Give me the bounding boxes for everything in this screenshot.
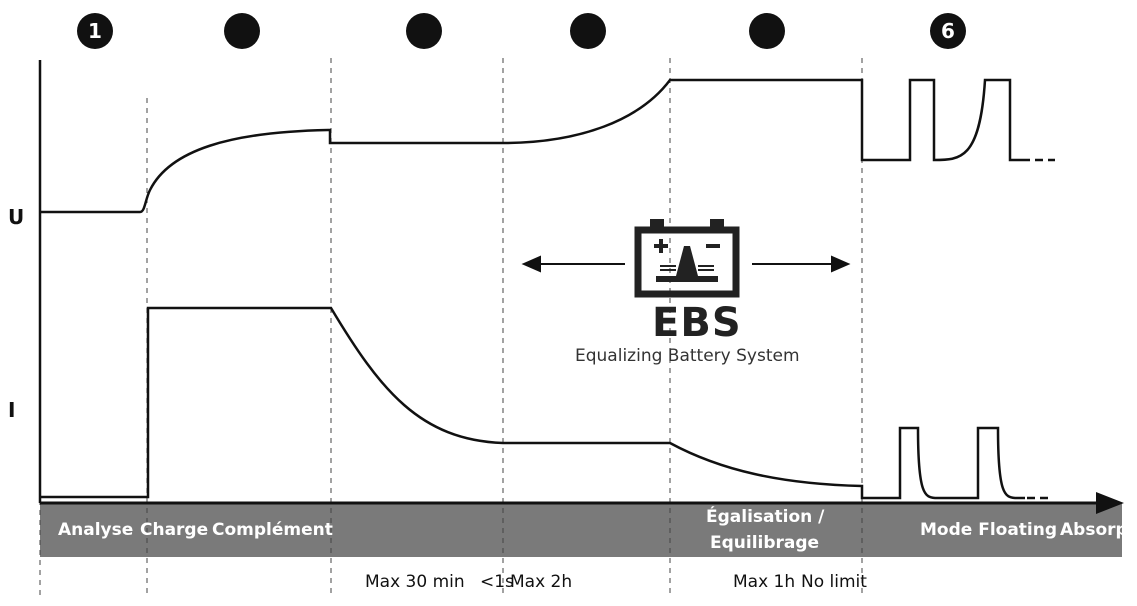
phase-marker-3: [406, 13, 442, 49]
band-label-absorption: Absorp: [1060, 520, 1122, 540]
voltage-curve: [40, 78, 1030, 214]
battery-peak: [656, 246, 718, 282]
duration-phase4b: Max 2h: [510, 572, 573, 592]
band-label-charge: Charge: [140, 520, 209, 540]
ebs-range-arrows: [521, 255, 851, 273]
phase-marker-1: 1: [77, 13, 113, 49]
battery-minus: [706, 244, 720, 248]
phase-marker-2: [224, 13, 260, 49]
right-arrow-head: [831, 255, 851, 273]
phase-marker-4: [570, 13, 606, 49]
current-axis-label: I: [8, 398, 16, 422]
duration-floating: No limit: [801, 572, 867, 592]
ebs-title: EBS: [652, 300, 742, 346]
battery-levels: [660, 265, 714, 271]
phase-marker-5: [749, 13, 785, 49]
left-arrow-head: [521, 255, 541, 273]
ebs-subtitle: Equalizing Battery System: [575, 346, 800, 366]
battery-terminal-right: [710, 219, 724, 231]
battery-icon: [634, 219, 740, 298]
current-curve: [40, 306, 1025, 500]
voltage-axis-label: U: [8, 205, 25, 229]
band-label-egalisation-line2: Equilibrage: [710, 533, 820, 553]
duration-egalisation: Max 1h: [733, 572, 796, 592]
duration-phase4: <1s: [480, 572, 514, 592]
duration-complement: Max 30 min: [365, 572, 465, 592]
band-label-mode-floating: Mode Floating: [920, 520, 1058, 540]
band-label-complement: Complément: [212, 520, 333, 540]
battery-terminal-left: [650, 219, 664, 231]
battery-body: [634, 226, 740, 298]
phase-band: [40, 503, 1122, 557]
phase-marker-6: 6: [930, 13, 966, 49]
band-label-egalisation-line1: Égalisation /: [706, 507, 825, 527]
band-label-analyse: Analyse: [58, 520, 134, 540]
battery-plus-v: [659, 239, 663, 253]
x-axis-arrowhead: [1096, 492, 1124, 514]
